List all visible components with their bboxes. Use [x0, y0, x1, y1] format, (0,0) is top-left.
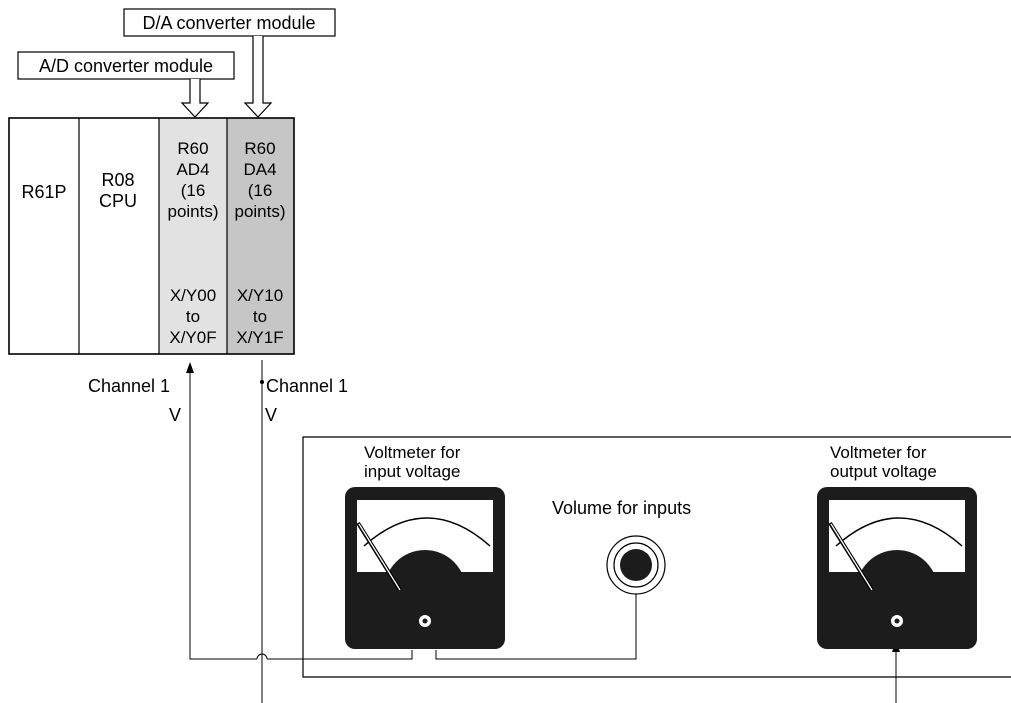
da-io-range: X/Y1F	[236, 328, 283, 347]
ad-io-range: to	[186, 307, 200, 326]
ad-slot-fill	[159, 118, 227, 354]
output-voltmeter-label: Voltmeter for	[830, 443, 927, 462]
ad-io-range: X/Y0F	[169, 328, 216, 347]
da-voltage-label: V	[265, 405, 277, 425]
input-voltmeter-label: input voltage	[364, 462, 460, 481]
cpu-module-label: R08	[101, 170, 134, 190]
output-voltmeter-label: output voltage	[830, 462, 937, 481]
da-module-name: (16	[248, 181, 273, 200]
da-io-range: to	[253, 307, 267, 326]
demo-panel	[302, 436, 1011, 678]
ad-module-label-box	[17, 51, 235, 80]
ad-input-wire	[435, 594, 637, 660]
da-module-name: points)	[234, 202, 285, 221]
base-unit	[8, 117, 295, 355]
da-module-label: D/A converter module	[142, 13, 315, 33]
ad-io-range: X/Y00	[170, 286, 216, 305]
da-module-arrow	[243, 36, 273, 118]
ad-channel-label: Channel 1	[88, 376, 170, 396]
ad-module-name: (16	[181, 181, 206, 200]
ad-input-wire	[267, 650, 413, 660]
ad-input-wire	[189, 372, 257, 660]
ad-module-arrow	[180, 79, 210, 118]
cpu-module-label: CPU	[99, 191, 137, 211]
output-voltmeter	[817, 487, 977, 649]
da-io-range: X/Y10	[237, 286, 283, 305]
da-output-terminal	[260, 380, 264, 384]
ad-voltage-label: V	[169, 405, 181, 425]
da-module-name: DA4	[243, 160, 276, 179]
da-channel-label: Channel 1	[266, 376, 348, 396]
power-module-label: R61P	[21, 182, 66, 202]
volume-label: Volume for inputs	[552, 498, 691, 518]
input-voltmeter-label: Voltmeter for	[364, 443, 461, 462]
volume-knob	[606, 535, 666, 595]
ad-module-name: R60	[177, 139, 208, 158]
da-module-label-box	[123, 8, 336, 37]
input-voltmeter	[345, 487, 505, 649]
ad-module-name: points)	[167, 202, 218, 221]
ad-input-arrowhead	[186, 362, 194, 373]
da-slot-fill	[227, 118, 294, 354]
da-module-name: R60	[244, 139, 275, 158]
ad-module-name: AD4	[176, 160, 209, 179]
ad-module-label: A/D converter module	[39, 56, 213, 76]
